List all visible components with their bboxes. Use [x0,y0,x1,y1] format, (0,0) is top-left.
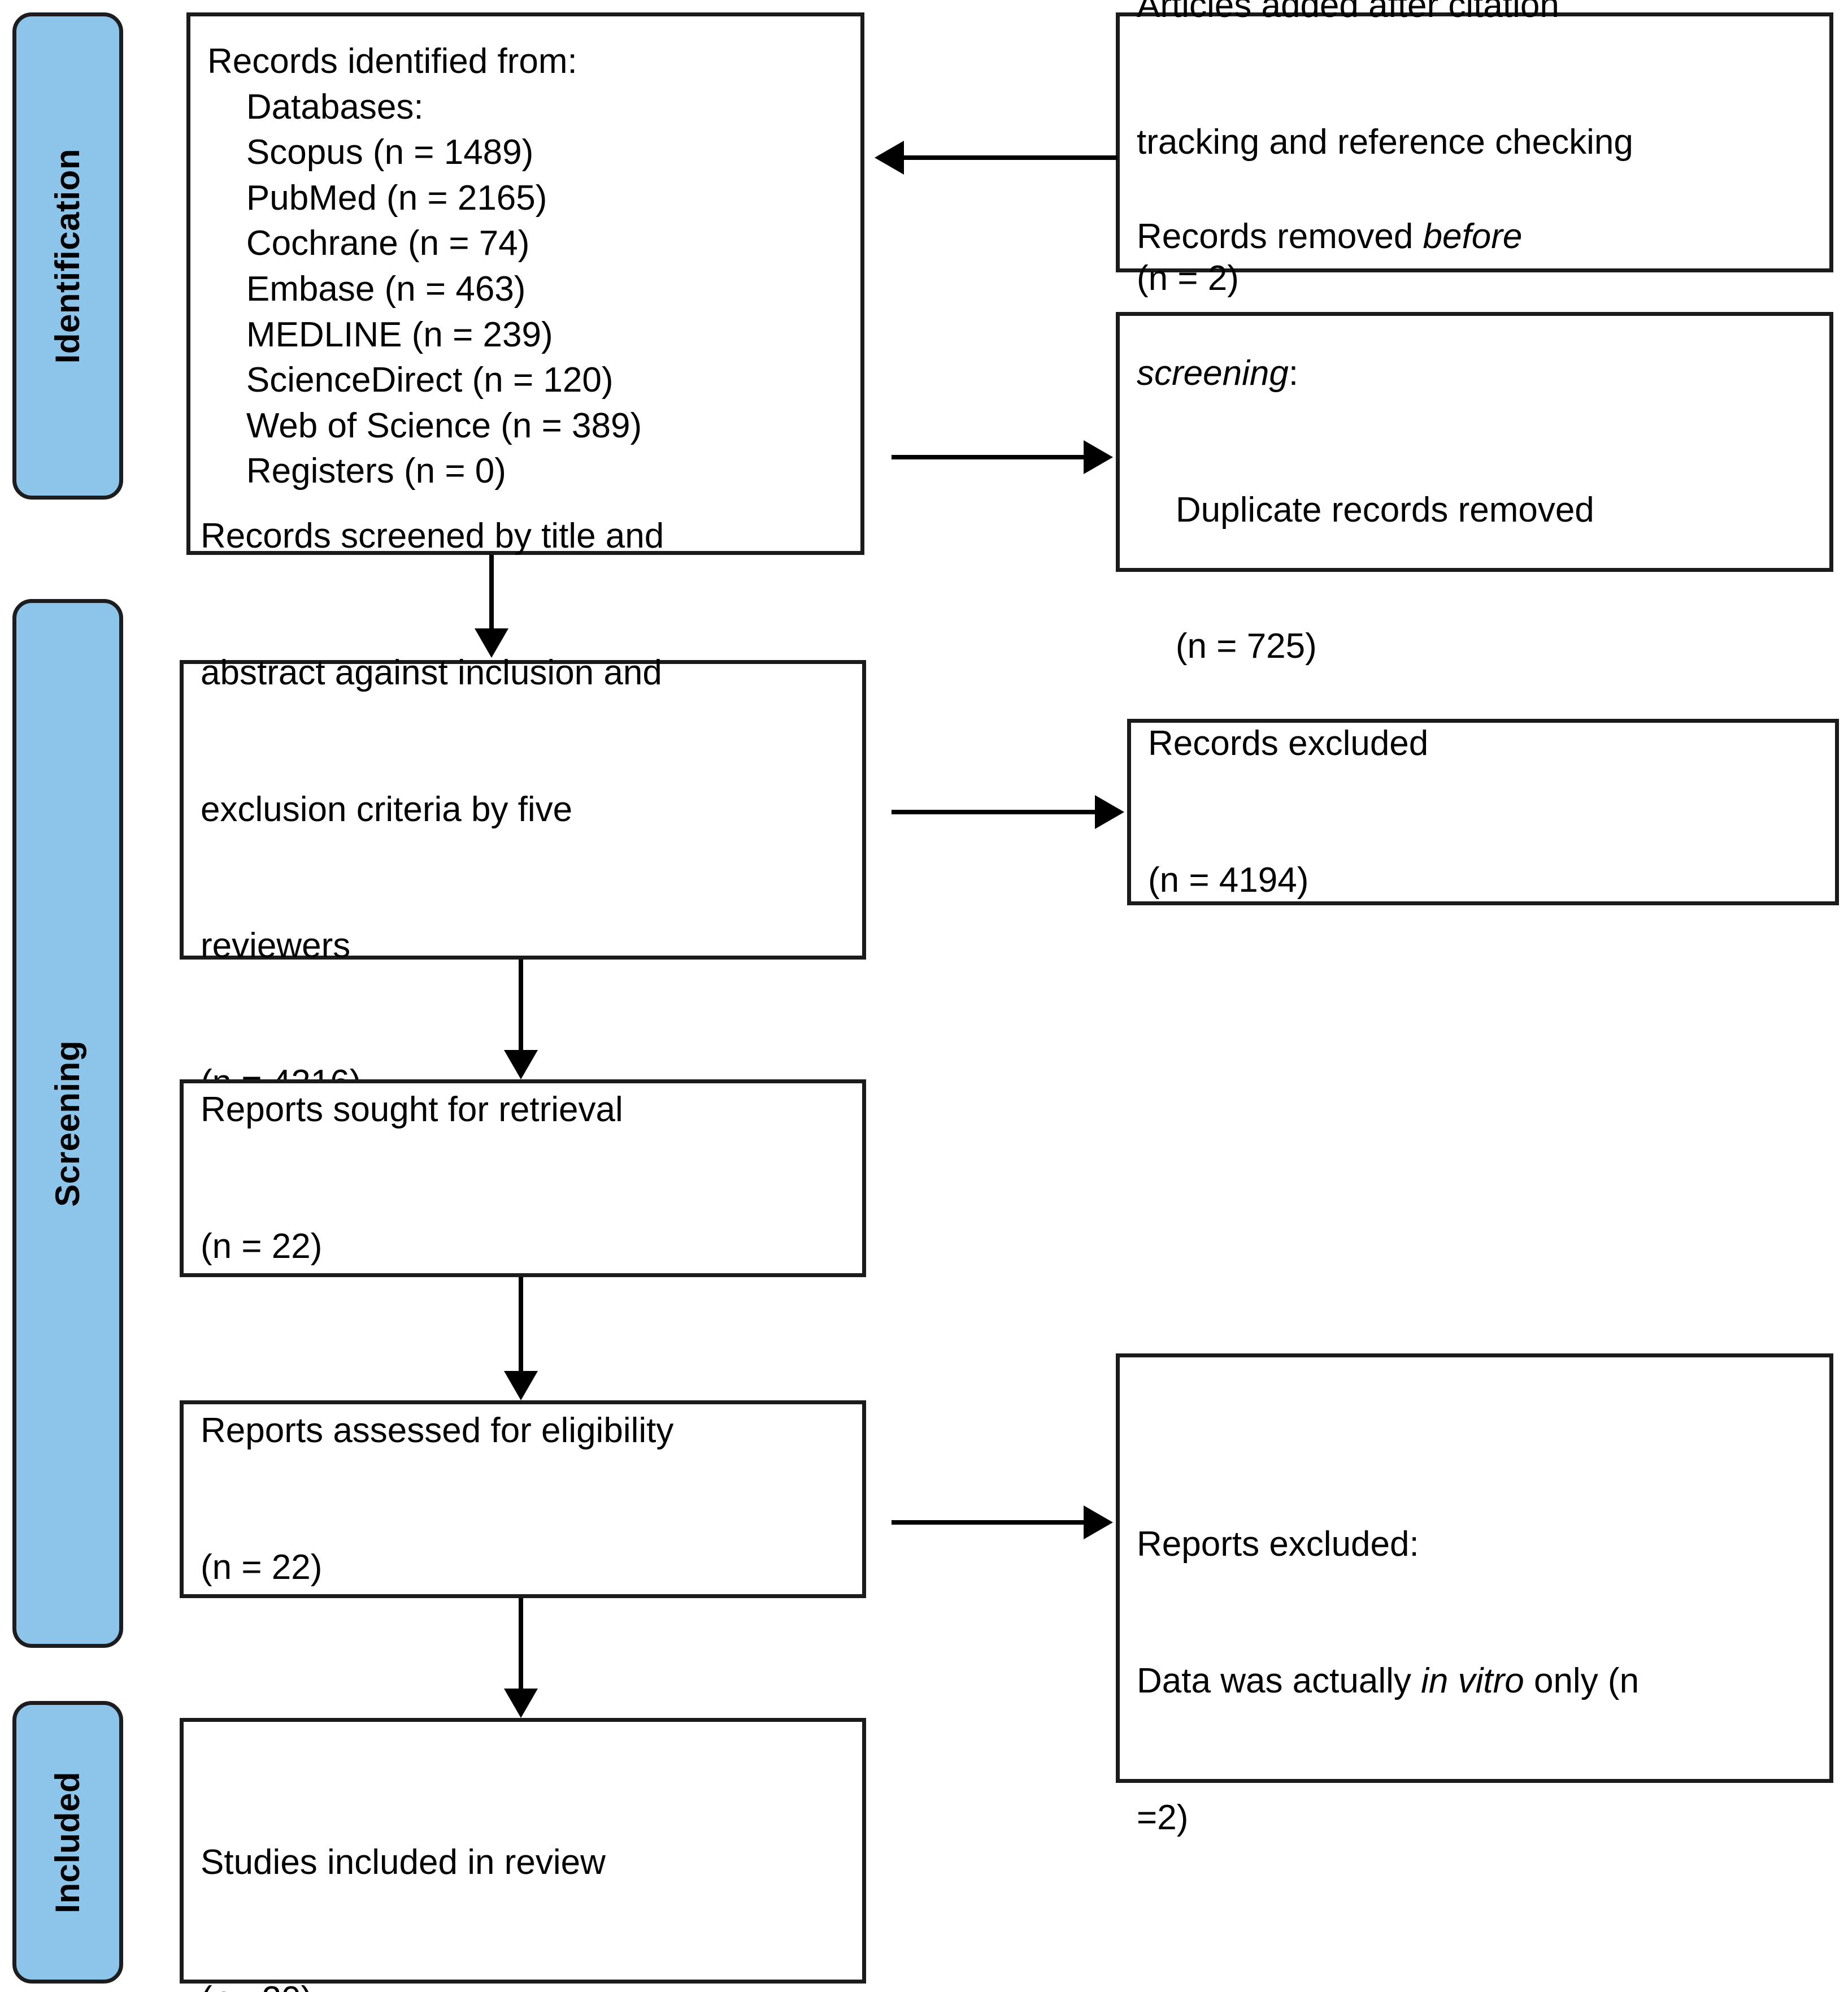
records-screened-line-1: Records screened by title and [201,517,664,556]
arrow-sought-to-assessed-line [519,1277,523,1371]
reports-sought-text: Reports sought for retrieval (n = 22) [201,996,845,1361]
records-removed-line-2-colon: : [1288,353,1299,393]
reports-excluded-line-2-pre: Data was actually [1137,1661,1421,1700]
box-records-identified: Records identified from: Databases: Scop… [186,12,864,555]
reports-excluded-text: Reports excluded: Data was actually in v… [1137,1431,1812,1932]
arrow-identified-to-removed-head [1084,440,1113,474]
arrow-citation-to-identified-head [875,141,904,175]
records-removed-line-2-italic: screening [1137,353,1289,393]
arrow-identified-to-screened-head [475,628,508,658]
records-screened-line-4: reviewers [201,926,351,966]
records-screened-line-2: abstract against inclusion and [201,653,662,692]
reports-sought-line-2: (n = 22) [201,1226,323,1266]
box-records-removed: Records removed before screening: Duplic… [1116,217,1833,666]
stage-bar-screening: Screening [12,599,123,1648]
arrow-assessed-to-included-line [519,1598,523,1689]
citation-tracking-text: Articles added after citation tracking a… [1137,0,1812,393]
records-removed-line-2: screening: [1137,351,1812,397]
reports-excluded-line-2-post: only (n [1524,1661,1640,1700]
records-identified-text: Records identified from: Databases: Scop… [207,42,642,491]
box-reports-sought: Reports sought for retrieval (n = 22) [180,1079,866,1277]
box-citation-tracking: Articles added after citation tracking a… [1116,0,1833,298]
box-studies-included: Studies included in review (n =20) Repor… [180,1718,866,1992]
arrow-identified-to-removed-line [892,455,1084,459]
reports-excluded-line-3: =2) [1137,1798,1189,1837]
records-removed-line-1-italic: before [1423,217,1523,257]
studies-included-line-1: Studies included in review [201,1843,606,1882]
records-screened-text: Records screened by title and abstract a… [201,423,845,1197]
studies-included-line-2: (n =20) [201,1977,845,1992]
reports-assessed-text: Reports assessed for eligibility (n = 22… [201,1317,845,1682]
reports-excluded-line-2-italic: in vitro [1421,1661,1524,1700]
box-reports-assessed: Reports assessed for eligibility (n = 22… [180,1400,866,1598]
records-excluded-line-2: (n = 4194) [1148,860,1309,900]
citation-tracking-line-2: tracking and reference checking [1137,122,1633,162]
stage-bar-identification: Identification [12,12,123,500]
studies-included-text: Studies included in review (n =20) Repor… [201,1749,845,1992]
records-removed-text: Records removed before screening: Duplic… [1137,123,1812,761]
stage-bar-included: Included [12,1701,123,1984]
box-records-screened: Records screened by title and abstract a… [180,517,866,1102]
reports-excluded-line-2: Data was actually in vitro only (n [1137,1659,1812,1704]
arrow-assessed-to-reports-excluded-head [1084,1505,1113,1539]
reports-assessed-line-1: Reports assessed for eligibility [201,1411,674,1450]
records-removed-line-1: Records removed before [1137,214,1812,260]
stage-label-screening: Screening [49,1040,86,1207]
stage-label-included: Included [49,1771,86,1913]
stage-label-identification: Identification [49,148,86,364]
arrow-citation-to-identified-line [904,155,1118,160]
reports-excluded-line-1: Reports excluded: [1137,1525,1419,1564]
arrow-screened-to-sought-head [504,1050,538,1079]
arrow-sought-to-assessed-head [504,1371,538,1400]
box-records-excluded: Records excluded (n = 4194) [1127,719,1839,905]
citation-tracking-line-3: (n = 2) [1137,259,1239,298]
arrow-screened-to-sought-line [519,960,523,1050]
records-removed-line-3: Duplicate records removed [1137,490,1594,530]
arrow-screened-to-excluded-line [892,810,1095,814]
records-removed-line-1-plain: Records removed [1137,217,1423,257]
reports-sought-line-1: Reports sought for retrieval [201,1090,623,1129]
reports-assessed-line-2: (n = 22) [201,1547,323,1587]
arrow-assessed-to-included-head [504,1689,538,1718]
arrow-assessed-to-reports-excluded-line [892,1520,1084,1525]
arrow-identified-to-screened-line [489,555,494,628]
box-reports-excluded: Reports excluded: Data was actually in v… [1116,1353,1833,1837]
records-excluded-line-1: Records excluded [1148,723,1429,763]
arrow-screened-to-excluded-head [1095,795,1124,829]
citation-tracking-line-1: Articles added after citation [1137,0,1559,25]
records-excluded-text: Records excluded (n = 4194) [1148,630,1818,995]
records-removed-line-4: (n = 725) [1137,627,1317,666]
records-screened-line-3: exclusion criteria by five [201,789,573,829]
